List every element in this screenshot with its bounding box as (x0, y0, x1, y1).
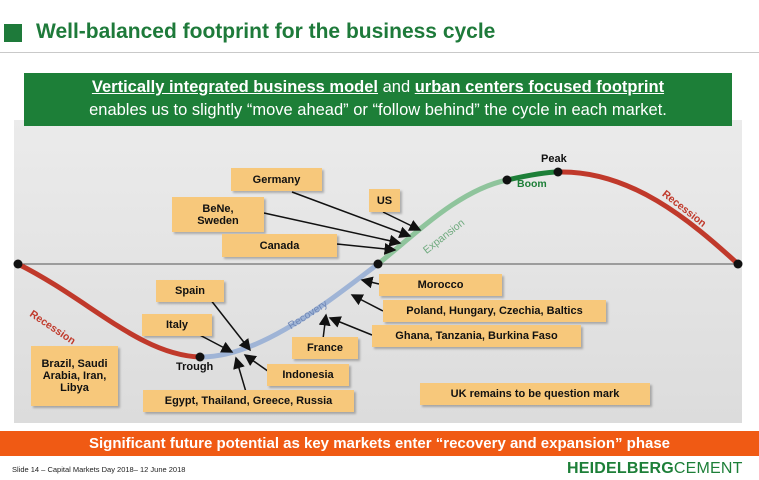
arrow-poland-group (350, 294, 384, 312)
recovery-curve (199, 262, 380, 360)
recession-right-curve (557, 169, 740, 266)
bottom-message-bar: Significant future potential as key mark… (0, 431, 759, 456)
banner-emphasis-2: urban centers focused footprint (414, 78, 665, 96)
market-box-italy: Italy (142, 314, 212, 336)
midline-point (373, 259, 383, 269)
recession-left-curve (16, 261, 201, 360)
phase-label-boom: Boom (517, 178, 547, 190)
peak-label: Peak (541, 153, 567, 165)
market-box-ghana-group: Ghana, Tanzania, Burkina Faso (372, 325, 581, 347)
banner-line-2: enables us to slightly “move ahead” or “… (89, 101, 667, 119)
banner-line-1: Vertically integrated business model and… (24, 76, 732, 99)
logo-bold-part: HEIDELBERG (567, 460, 674, 477)
market-box-spain: Spain (156, 280, 224, 302)
market-box-benelux: BeNe, Sweden (172, 197, 264, 232)
cycle-start-point (13, 259, 23, 269)
page-title: Well-balanced footprint for the business… (36, 20, 496, 43)
banner-emphasis-1: Vertically integrated business model (91, 78, 379, 96)
market-arrows (193, 191, 422, 393)
cycle-diagram-area (14, 120, 742, 423)
key-message-banner: Vertically integrated business model and… (24, 73, 732, 126)
boom-start-point (502, 175, 512, 185)
arrow-egypt-group (233, 356, 247, 393)
title-divider (0, 52, 759, 53)
arrow-morocco (360, 276, 380, 289)
market-box-indonesia: Indonesia (267, 364, 349, 386)
market-box-us: US (369, 189, 400, 212)
slide-footer-info: Slide 14 – Capital Markets Day 2018– 12 … (12, 465, 186, 474)
market-box-germany: Germany (231, 168, 322, 191)
arrow-benelux (263, 212, 402, 247)
market-box-brazil-group: Brazil, Saudi Arabia, Iran, Libya (31, 346, 118, 406)
uk-note-box: UK remains to be question mark (420, 383, 650, 405)
market-box-france: France (292, 337, 358, 359)
peak-point (553, 167, 563, 177)
market-box-poland-group: Poland, Hungary, Czechia, Baltics (383, 300, 606, 322)
arrow-ghana-group (328, 316, 373, 336)
arrow-canada (336, 242, 397, 255)
banner-connector: and (378, 78, 415, 96)
logo-regular-part: CEMENT (673, 460, 743, 477)
cycle-end-point (733, 259, 743, 269)
company-logo: HEIDELBERGCEMENT (567, 460, 743, 478)
trough-point (195, 352, 205, 362)
arrow-us (382, 211, 422, 231)
arrow-spain (209, 298, 251, 352)
title-accent-square (4, 24, 22, 42)
arrow-germany (291, 191, 412, 238)
market-box-canada: Canada (222, 234, 337, 257)
arrow-france (318, 313, 331, 340)
market-box-morocco: Morocco (379, 274, 502, 296)
market-box-egypt-group: Egypt, Thailand, Greece, Russia (143, 390, 354, 412)
trough-label: Trough (176, 361, 214, 373)
